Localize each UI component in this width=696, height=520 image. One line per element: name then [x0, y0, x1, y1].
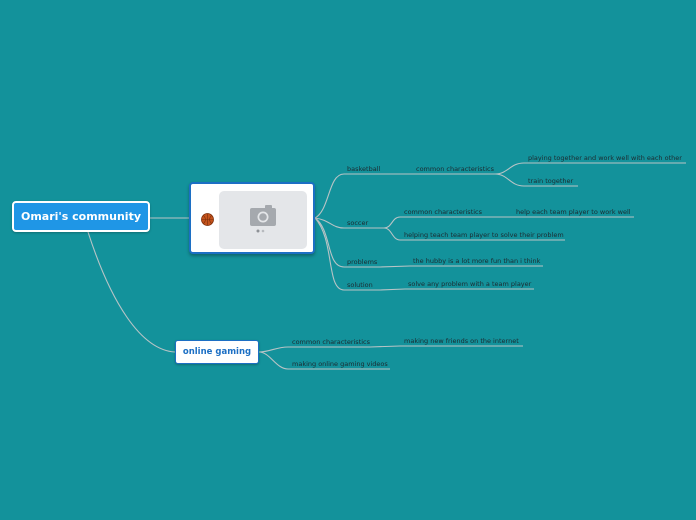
- soccer-leaf-1[interactable]: help each team player to work well: [516, 208, 631, 216]
- soccer-child-2[interactable]: helping teach team player to solve their…: [404, 231, 564, 239]
- problems-leaf[interactable]: the hubby is a lot more fun than i think: [413, 257, 541, 265]
- camera-icon: [250, 205, 276, 233]
- image-placeholder: [219, 191, 307, 249]
- gaming-child-2[interactable]: making online gaming videos: [292, 360, 388, 368]
- connector-solution: [314, 217, 380, 291]
- online-gaming-topic[interactable]: online gaming: [175, 340, 259, 364]
- basketball-leaf-1[interactable]: playing together and work well with each…: [528, 154, 682, 162]
- image-topic[interactable]: [189, 182, 315, 254]
- basketball-common-characteristics[interactable]: common characteristics: [416, 165, 495, 173]
- basketball-leaf-2[interactable]: train together: [528, 177, 574, 185]
- gaming-common-characteristics[interactable]: common characteristics: [292, 338, 371, 346]
- branch-soccer[interactable]: soccer: [347, 219, 369, 227]
- soccer-common-characteristics[interactable]: common characteristics: [404, 208, 483, 216]
- online-gaming-label: online gaming: [182, 347, 252, 357]
- root-topic-label: Omari's community: [20, 210, 142, 223]
- branch-problems[interactable]: problems: [347, 258, 378, 266]
- branch-basketball[interactable]: basketball: [347, 165, 381, 173]
- connector-basketball: [314, 173, 380, 219]
- basketball-icon: [201, 213, 214, 226]
- root-topic[interactable]: Omari's community: [12, 201, 150, 232]
- connector-soccer: [314, 217, 384, 229]
- gaming-leaf[interactable]: making new friends on the internet: [404, 337, 519, 345]
- branch-solution[interactable]: solution: [347, 281, 373, 289]
- connector-problems: [314, 217, 380, 268]
- solution-leaf[interactable]: solve any problem with a team player: [408, 280, 532, 288]
- connector-root-gaming: [87, 231, 176, 353]
